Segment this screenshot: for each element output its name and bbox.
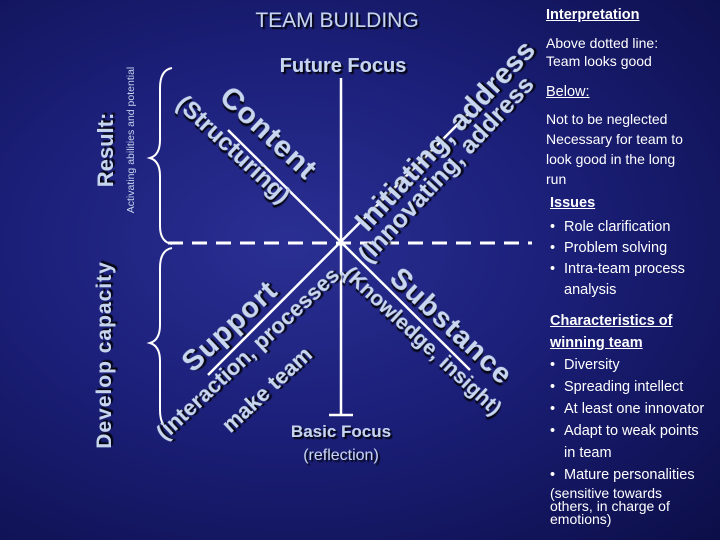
list-item: Intra-team process [546,259,720,280]
characteristics-list: Diversity Spreading intellect At least o… [546,354,720,486]
characteristics-heading: Characteristics of winning team [550,310,673,354]
center-point [338,240,344,246]
activating-label: Activating abilities and potential [125,67,137,214]
below-text-3: look good in the long [546,151,676,167]
issues-heading: Issues [550,195,596,211]
below-text-4: run [546,171,567,187]
above-line-text-1: Above dotted line: [546,35,659,51]
list-item: At least one innovator [546,398,720,420]
characteristics-heading-2: winning team [550,335,643,351]
above-line-text-2: Team looks good [546,53,652,69]
diagonal-axis-1 [227,129,471,371]
list-item: Mature personalities [546,464,720,486]
list-item: Problem solving [546,238,720,259]
sensitive-text-3: emotions) [550,511,612,527]
sensitive-text-2: others, in charge of [550,498,670,514]
interpretation-heading: Interpretation [546,7,640,23]
issues-list: Role clarification Problem solving Intra… [546,217,720,301]
characteristics-heading-1: Characteristics of [550,313,673,329]
future-focus-label: Future Focus [280,55,407,77]
upper-brace [146,67,173,245]
sensitive-text-1: (sensitive towards [550,485,663,501]
list-item: Adapt to weak points [546,420,720,442]
list-item: Diversity [546,354,720,376]
below-note: Not to be neglected Necessary for team t… [546,109,683,189]
below-text-2: Necessary for team to [546,131,683,147]
list-item-continuation: in team [564,445,612,461]
basic-focus-label: Basic Focus [291,422,391,441]
lower-brace [146,247,173,431]
above-line-note: Above dotted line: Team looks good [546,34,658,70]
result-label: Result: [93,113,118,188]
page-title: TEAM BUILDING [255,9,418,32]
list-item: Role clarification [546,217,720,238]
list-item: Spreading intellect [546,376,720,398]
quadrant-initiating-subtitle: (Innovating, address [353,71,540,269]
sensitive-note: (sensitive towards others, in charge of … [550,485,670,527]
below-text-1: Not to be neglected [546,111,668,127]
reflection-label: (reflection) [303,447,379,464]
below-heading: Below: [546,84,590,100]
develop-capacity-label: Develop capacity [93,261,116,449]
list-item-continuation: analysis [564,282,617,298]
